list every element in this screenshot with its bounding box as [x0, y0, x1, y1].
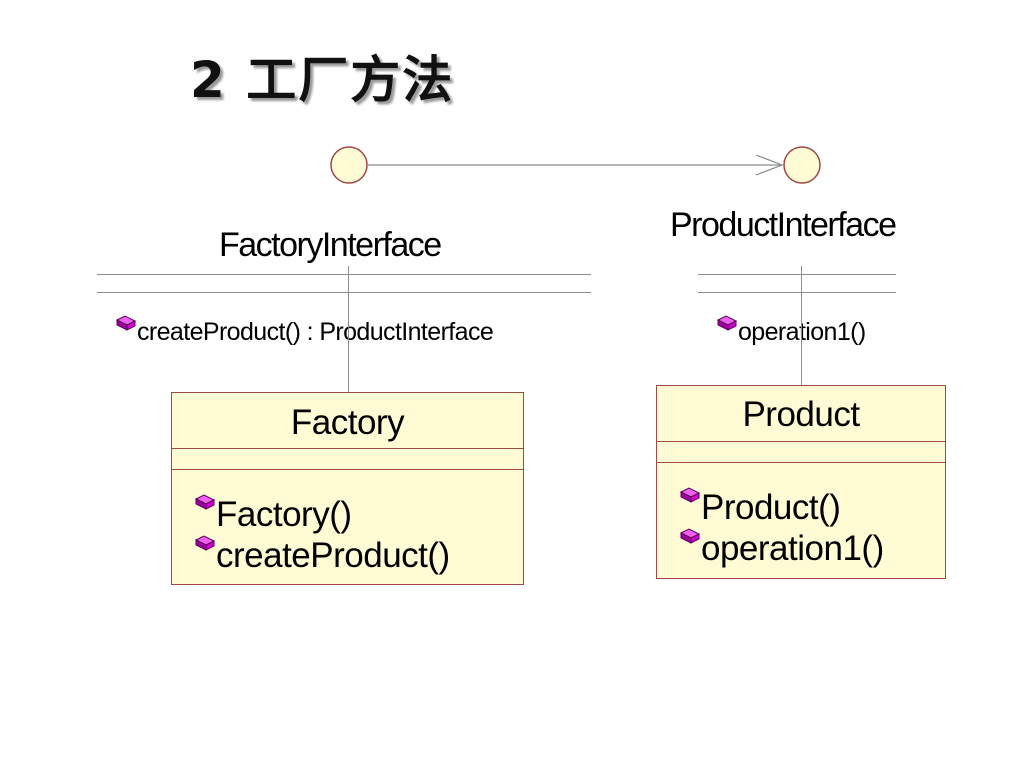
- public-method-gem-icon: [194, 493, 216, 511]
- public-method-gem-icon: [194, 534, 216, 552]
- method-label: Product(): [701, 488, 841, 527]
- factory-interface-circle-icon[interactable]: [330, 146, 368, 184]
- slide-title: 2 工厂方法: [190, 51, 455, 109]
- factory-interface-name[interactable]: FactoryInterface: [219, 226, 442, 264]
- class-compartment-divider: [657, 441, 945, 442]
- method-label: operation1(): [701, 529, 884, 568]
- public-method-gem-icon: [115, 314, 137, 332]
- public-method-gem-icon: [679, 486, 701, 504]
- factory-interface-compartment-line: [97, 292, 591, 293]
- product-interface-compartment-line: [698, 292, 896, 293]
- factory-interface-compartment-line: [97, 274, 591, 275]
- public-method-gem-icon: [716, 314, 738, 332]
- product-interface-circle-icon[interactable]: [783, 146, 821, 184]
- factory-method[interactable]: Factory(): [194, 495, 352, 535]
- factory-interface-operation[interactable]: createProduct() : ProductInterface: [115, 318, 494, 347]
- factory-class-name: Factory: [290, 403, 405, 442]
- open-arrowhead-icon: [755, 154, 784, 176]
- class-compartment-divider: [172, 469, 523, 470]
- operation-label: operation1(): [738, 318, 866, 346]
- realization-line-factory: [348, 266, 349, 392]
- interface-association: [330, 146, 821, 184]
- method-label: createProduct(): [216, 536, 450, 575]
- product-interface-compartment-line: [698, 274, 896, 275]
- product-class-box[interactable]: Product Product() operation1(): [656, 385, 946, 579]
- product-method[interactable]: operation1(): [679, 529, 884, 569]
- product-method[interactable]: Product(): [679, 486, 841, 528]
- realization-line-product: [801, 266, 802, 386]
- product-interface-name[interactable]: ProductInterface: [670, 206, 897, 244]
- method-label: Factory(): [216, 495, 352, 534]
- factory-class-box[interactable]: Factory Factory() createProduct(): [171, 392, 524, 585]
- factory-method[interactable]: createProduct(): [194, 536, 450, 576]
- product-interface-operation[interactable]: operation1(): [716, 318, 866, 347]
- operation-label: createProduct() : ProductInterface: [137, 318, 494, 346]
- class-compartment-divider: [657, 462, 945, 463]
- class-compartment-divider: [172, 448, 523, 449]
- product-class-name: Product: [742, 395, 860, 434]
- public-method-gem-icon: [679, 527, 701, 545]
